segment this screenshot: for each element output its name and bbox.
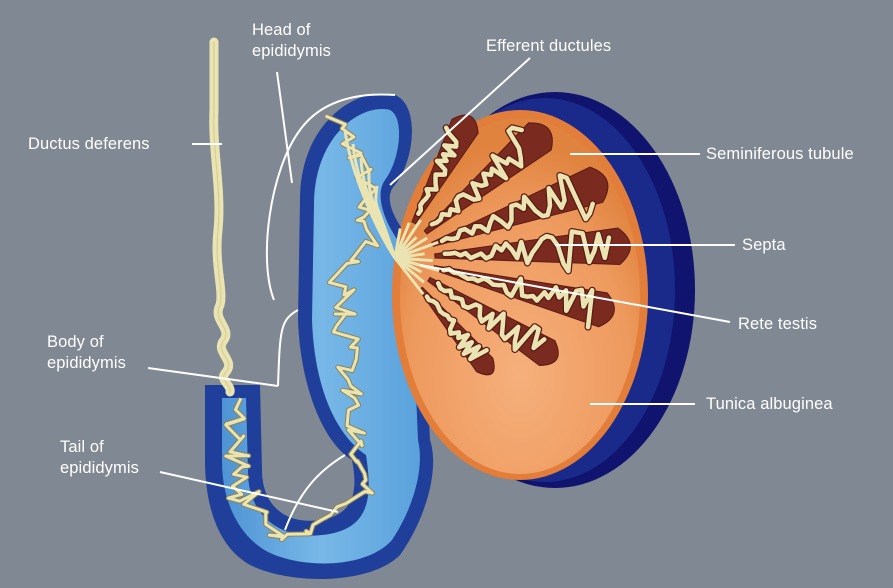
label-ductus-deferens: Ductus deferens bbox=[28, 134, 150, 155]
label-rete-testis: Rete testis bbox=[738, 314, 817, 335]
ductus-deferens bbox=[214, 42, 230, 392]
label-body-of-epididymis: Body of epididymis bbox=[47, 332, 126, 374]
label-head-of-epididymis: Head of epididymis bbox=[252, 20, 331, 62]
label-septa: Septa bbox=[742, 235, 786, 256]
label-seminiferous-tubule: Seminiferous tubule bbox=[706, 144, 854, 165]
label-tail-of-epididymis: Tail of epididymis bbox=[60, 437, 139, 479]
leader-head bbox=[277, 72, 292, 183]
leader-body-outline bbox=[278, 310, 298, 386]
label-efferent-ductules: Efferent ductules bbox=[486, 36, 611, 57]
leader-body bbox=[148, 368, 278, 386]
label-tunica-albuginea: Tunica albuginea bbox=[706, 394, 833, 415]
